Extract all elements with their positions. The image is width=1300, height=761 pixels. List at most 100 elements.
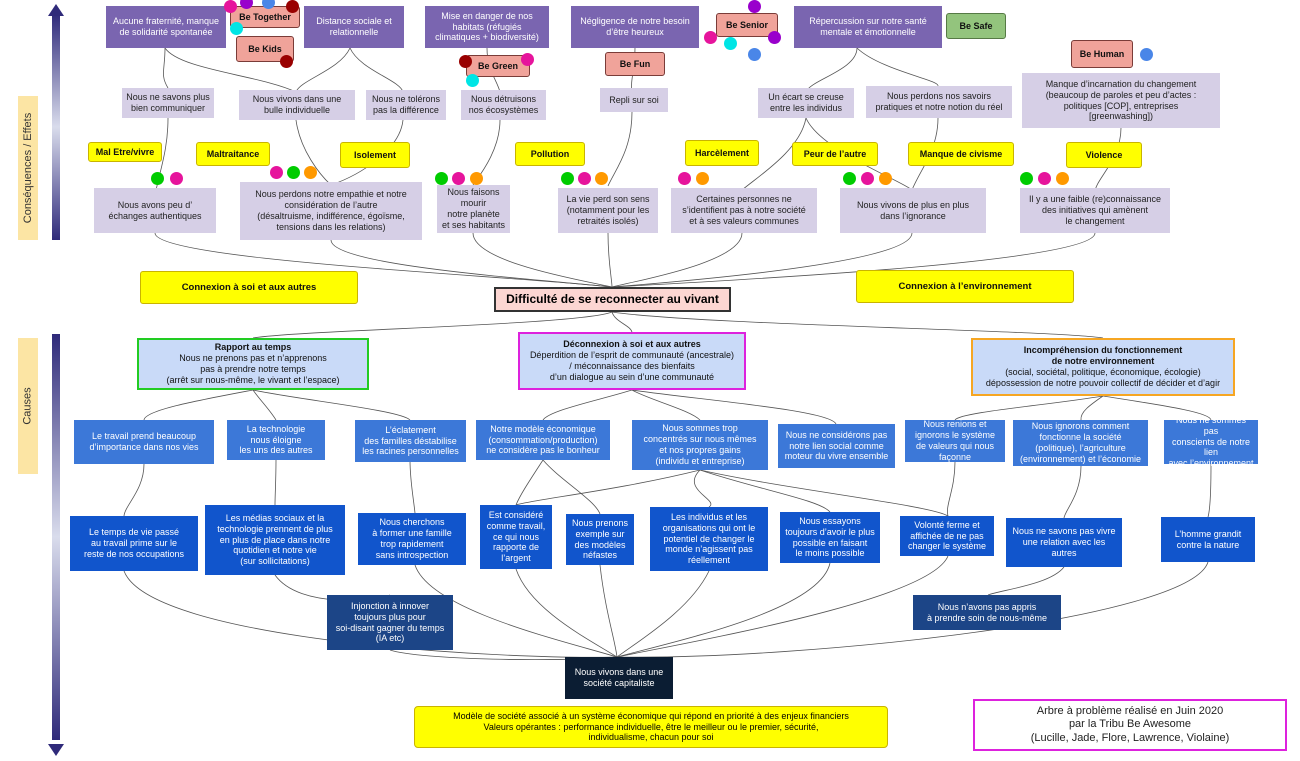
cause-innovation-injunction: Injonction à innover toujours plus pour … xyxy=(327,595,453,650)
cause-text: Déperdition de l’esprit de communauté (a… xyxy=(529,350,735,382)
cause-work-time: Le temps de vie passé au travail prime s… xyxy=(70,516,198,571)
root-capitalist-society: Nous vivons dans une société capitaliste xyxy=(565,657,673,699)
tag-pollution: Pollution xyxy=(515,142,585,166)
dot-purple xyxy=(768,31,781,44)
cause-title: Déconnexion à soi et aux autres xyxy=(563,339,701,350)
society-model: Modèle de société associé à un système é… xyxy=(414,706,888,748)
dot-blue xyxy=(262,0,275,9)
cause-family-breakup: L’éclatement des familles déstabilise le… xyxy=(355,420,466,462)
dot-darkred xyxy=(459,55,472,68)
mid-ecosystems: Nous détruisons nos écosystèmes xyxy=(461,90,546,120)
cause-no-action: Les individus et les organisations qui o… xyxy=(650,507,768,571)
cause-man-vs-nature: L’homme grandit contre la nature xyxy=(1161,517,1255,562)
dot-orange xyxy=(304,166,317,179)
mid-gap: Un écart se creuse entre les individus xyxy=(758,88,854,118)
cause-value-system: Nous renions et ignorons le système de v… xyxy=(905,419,1005,462)
dot-pink xyxy=(704,31,717,44)
dot-orange xyxy=(879,172,892,185)
tag-violence: Violence xyxy=(1066,142,1142,168)
dot-green xyxy=(843,172,856,185)
cause-social-bond: Nous ne considérons pas notre lien socia… xyxy=(778,424,895,468)
tag-peur-autre: Peur de l’autre xyxy=(792,142,878,166)
main-problem: Difficulté de se reconnecter au vivant xyxy=(494,287,731,312)
mid-individual-bubble: Nous vivons dans une bulle individuelle xyxy=(239,90,355,120)
tag-be-human: Be Human xyxy=(1071,40,1133,68)
dot-orange xyxy=(595,172,608,185)
connection-environment: Connexion à l’environnement xyxy=(856,270,1074,303)
cause-title: Incompréhension du fonctionnement de not… xyxy=(1023,345,1183,367)
tag-maltraitance: Maltraitance xyxy=(196,142,270,166)
cause-work-money: Est considéré comme travail, ce qui nous… xyxy=(480,505,552,569)
cause-family-rush: Nous cherchons à former une famille trop… xyxy=(358,513,466,565)
dot-purple xyxy=(240,0,253,9)
cause-environment-misunderstanding: Incompréhension du fonctionnement de not… xyxy=(971,338,1235,396)
tag-isolement: Isolement xyxy=(340,142,410,168)
mid-lack-of-embodiment: Manque d’incarnation du changement (beau… xyxy=(1022,73,1220,128)
credit-box: Arbre à problème réalisé en Juin 2020 pa… xyxy=(973,699,1287,751)
dot-green xyxy=(561,172,574,185)
effect-few-exchanges: Nous avons peu d’ échanges authentiques xyxy=(94,188,216,233)
dot-pink xyxy=(270,166,283,179)
dot-purple xyxy=(748,0,761,13)
cause-least-effort: Nous essayons toujours d’avoir le plus p… xyxy=(780,512,880,563)
cause-text: Nous ne prenons pas et n’apprenons pas à… xyxy=(166,353,340,385)
cause-self-centered: Nous sommes trop concentrés sur nous mêm… xyxy=(632,420,768,470)
cause-environment-unaware: Nous ne sommes pas conscients de notre l… xyxy=(1164,415,1258,468)
effect-planet-dying: Nous faisons mourir notre planète et ses… xyxy=(437,185,510,233)
dot-orange xyxy=(696,172,709,185)
dot-green xyxy=(287,166,300,179)
cause-no-change: Volonté ferme et affichée de ne pas chan… xyxy=(900,516,994,556)
effect-meaning-loss: La vie perd son sens (notamment pour les… xyxy=(558,188,658,233)
cause-work-importance: Le travail prend beaucoup d’importance d… xyxy=(74,420,214,464)
cause-self-care: Nous n’avons pas appris à prendre soin d… xyxy=(913,595,1061,630)
tag-be-green: Be Green xyxy=(466,55,530,77)
effects-label: Conséquences / Effets xyxy=(22,112,35,224)
tag-mal-etre: Mal Etre/vivre xyxy=(88,142,162,162)
dot-pink xyxy=(224,0,237,13)
cause-technology: La technologie nous éloigne les uns des … xyxy=(227,420,325,460)
tag-be-safe: Be Safe xyxy=(946,13,1006,39)
dot-cyan xyxy=(724,37,737,50)
mid-practical-knowledge: Nous perdons nos savoirs pratiques et no… xyxy=(866,86,1012,118)
dot-green xyxy=(435,172,448,185)
cause-relationship: Nous ne savons pas vivre une relation av… xyxy=(1006,518,1122,567)
dot-pink xyxy=(578,172,591,185)
effect-no-identification: Certaines personnes ne s’identifient pas… xyxy=(671,188,817,233)
tag-be-senior: Be Senior xyxy=(716,13,778,37)
vertical-arrow xyxy=(48,4,64,756)
top-no-fraternity: Aucune fraternité, manque de solidarité … xyxy=(106,6,226,48)
connection-self-others: Connexion à soi et aux autres xyxy=(140,271,358,304)
cause-social-media: Les médias sociaux et la technologie pre… xyxy=(205,505,345,575)
dot-pink xyxy=(521,53,534,66)
mid-intolerance: Nous ne tolérons pas la différence xyxy=(366,90,446,120)
top-mental-health: Répercussion sur notre santé mentale et … xyxy=(794,6,942,48)
dot-darkred xyxy=(286,0,299,13)
effect-empathy-loss: Nous perdons notre empathie et notre con… xyxy=(240,182,422,240)
dot-green xyxy=(1020,172,1033,185)
cause-disconnection: Déconnexion à soi et aux autres Déperdit… xyxy=(518,332,746,390)
causes-side-label: Causes xyxy=(18,338,38,474)
mid-withdrawal: Repli sur soi xyxy=(600,88,668,112)
tag-be-fun: Be Fun xyxy=(605,52,665,76)
cause-society-ignorance: Nous ignorons comment fonctionne la soci… xyxy=(1013,420,1148,466)
dot-cyan xyxy=(466,74,479,87)
dot-darkred xyxy=(280,55,293,68)
dot-pink xyxy=(170,172,183,185)
tag-civisme: Manque de civisme xyxy=(908,142,1014,166)
cause-title: Rapport au temps xyxy=(214,342,292,353)
dot-orange xyxy=(1056,172,1069,185)
cause-text: (social, sociétal, politique, économique… xyxy=(985,367,1221,388)
dot-green xyxy=(151,172,164,185)
top-neglect-happiness: Négligence de notre besoin d’être heureu… xyxy=(571,6,699,48)
tag-harcelement: Harcèlement xyxy=(685,140,759,166)
dot-blue xyxy=(748,48,761,61)
cause-time-relation: Rapport au temps Nous ne prenons pas et … xyxy=(137,338,369,390)
effect-weak-recognition: Il y a une faible (re)connaissance des i… xyxy=(1020,188,1170,233)
dot-cyan xyxy=(230,22,243,35)
cause-economic-model: Notre modèle économique (consommation/pr… xyxy=(476,420,610,460)
dot-pink xyxy=(678,172,691,185)
top-habitats-danger: Mise en danger de nos habitats (réfugiés… xyxy=(425,6,549,48)
top-social-distance: Distance sociale et relationnelle xyxy=(304,6,404,48)
dot-orange xyxy=(470,172,483,185)
